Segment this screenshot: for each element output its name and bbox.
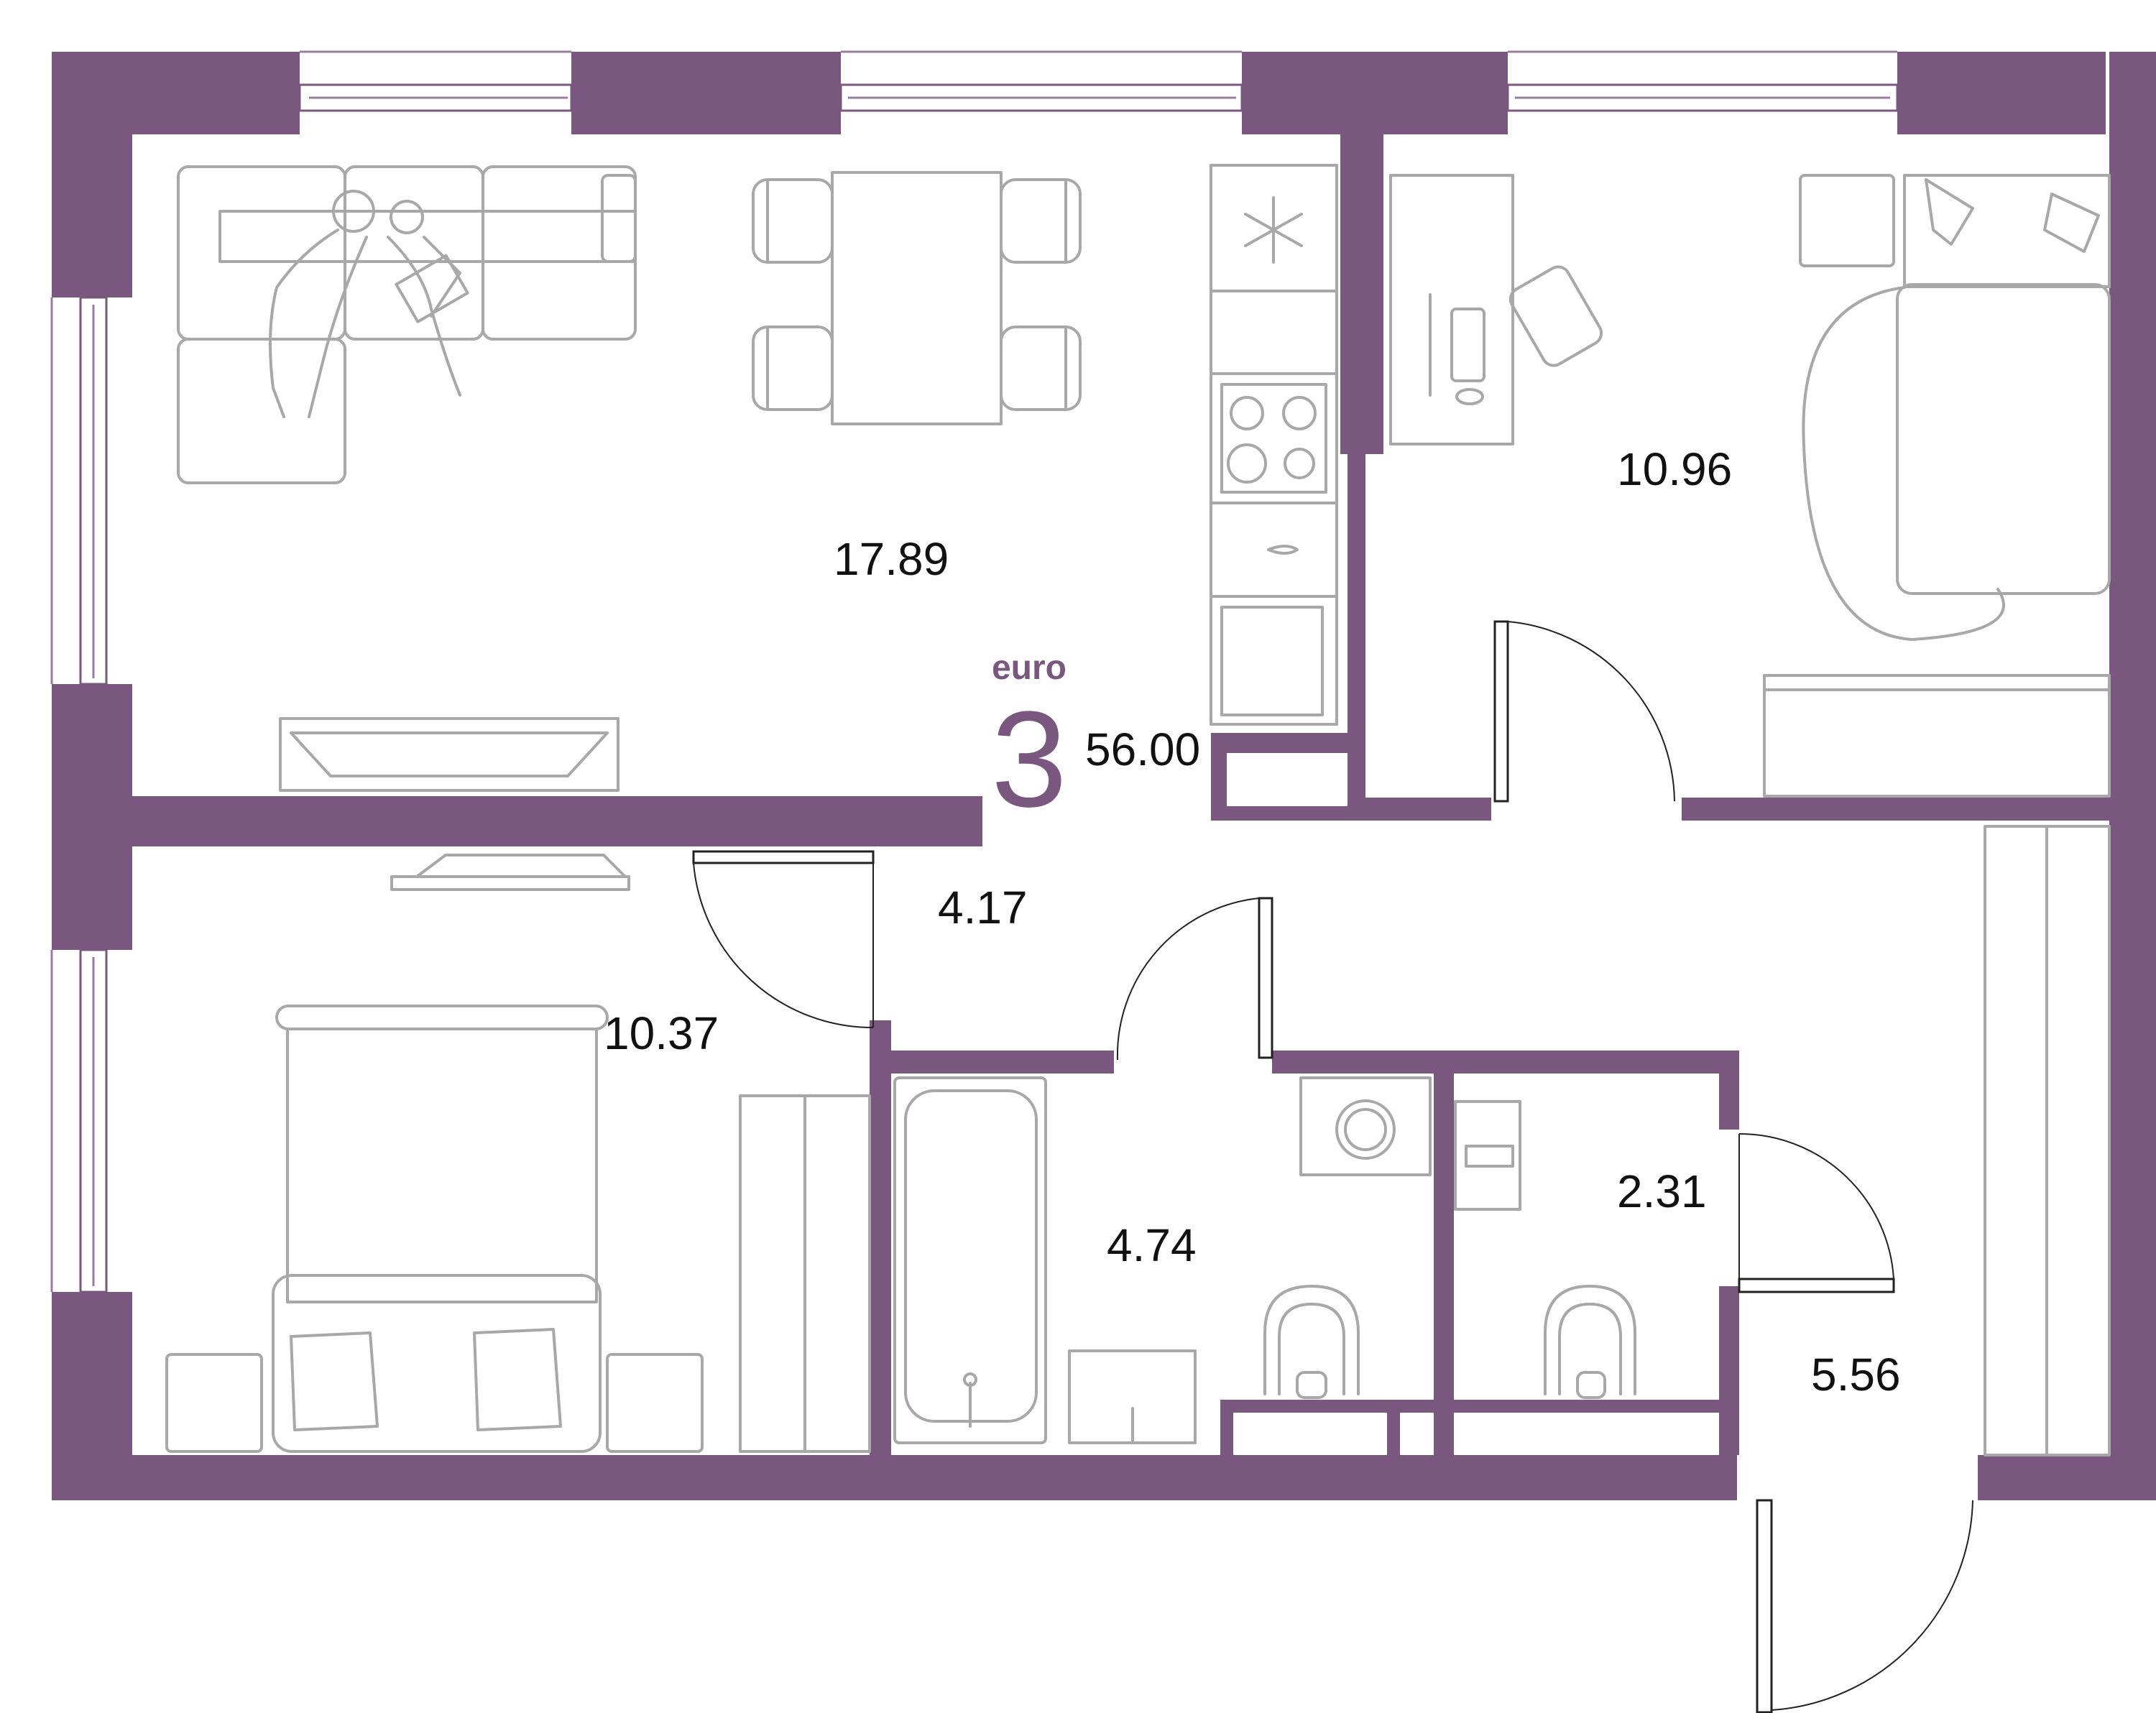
sink-cabinet-icon <box>1068 1349 1197 1444</box>
snowflake-icon <box>1244 196 1303 264</box>
door-bedroom-right[interactable] <box>1493 620 1675 803</box>
furniture <box>165 164 2111 1456</box>
sink-icon <box>1267 545 1299 555</box>
toilet-2-icon <box>1544 1285 1636 1399</box>
windows <box>50 50 1899 1293</box>
double-bed-icon <box>165 1005 704 1453</box>
bathtub-icon <box>893 1076 1047 1444</box>
labels: euro 3 56.00 17.89 10.96 10.37 4.17 4.74… <box>604 443 1901 1400</box>
bed-icon <box>1799 174 2111 641</box>
tv-stand-icon <box>279 717 619 792</box>
dishwasher-icon <box>1220 606 1324 716</box>
type-label: euro <box>992 649 1067 687</box>
people-icon <box>269 190 469 418</box>
room-area-bathroom: 4.74 <box>1107 1219 1197 1271</box>
washing-machine-icon <box>1299 1076 1432 1176</box>
room-area-living-kitchen: 17.89 <box>834 533 949 585</box>
room-area-corridor: 4.17 <box>938 882 1028 933</box>
room-area-bedroom-right: 10.96 <box>1617 443 1732 495</box>
entrance-door[interactable] <box>1756 1499 1973 1713</box>
door-toilet[interactable] <box>1738 1132 1895 1293</box>
washbasin-icon <box>1454 1100 1521 1211</box>
room-area-bedroom-left: 10.37 <box>604 1007 719 1059</box>
total-area: 56.00 <box>1085 724 1200 775</box>
toilet-icon <box>1263 1285 1360 1399</box>
kitchen-icon <box>1210 164 1338 726</box>
door-bedroom-left[interactable] <box>692 850 875 1029</box>
sofa-icon <box>177 165 637 484</box>
door-bathroom[interactable] <box>1116 897 1273 1061</box>
radiator-icon <box>1763 674 2111 798</box>
hall-wardrobe-icon <box>1984 825 2111 1456</box>
doors <box>692 620 1973 1713</box>
walls <box>52 52 2156 1500</box>
tv-icon <box>390 854 630 891</box>
desk-icon <box>1389 174 1603 445</box>
wardrobe-icon <box>739 1094 871 1453</box>
room-area-toilet: 2.31 <box>1617 1165 1707 1217</box>
rooms-count: 3 <box>991 683 1067 836</box>
room-area-hall: 5.56 <box>1811 1349 1901 1400</box>
dining-table-icon <box>752 171 1082 425</box>
hob-icon <box>1220 383 1327 494</box>
